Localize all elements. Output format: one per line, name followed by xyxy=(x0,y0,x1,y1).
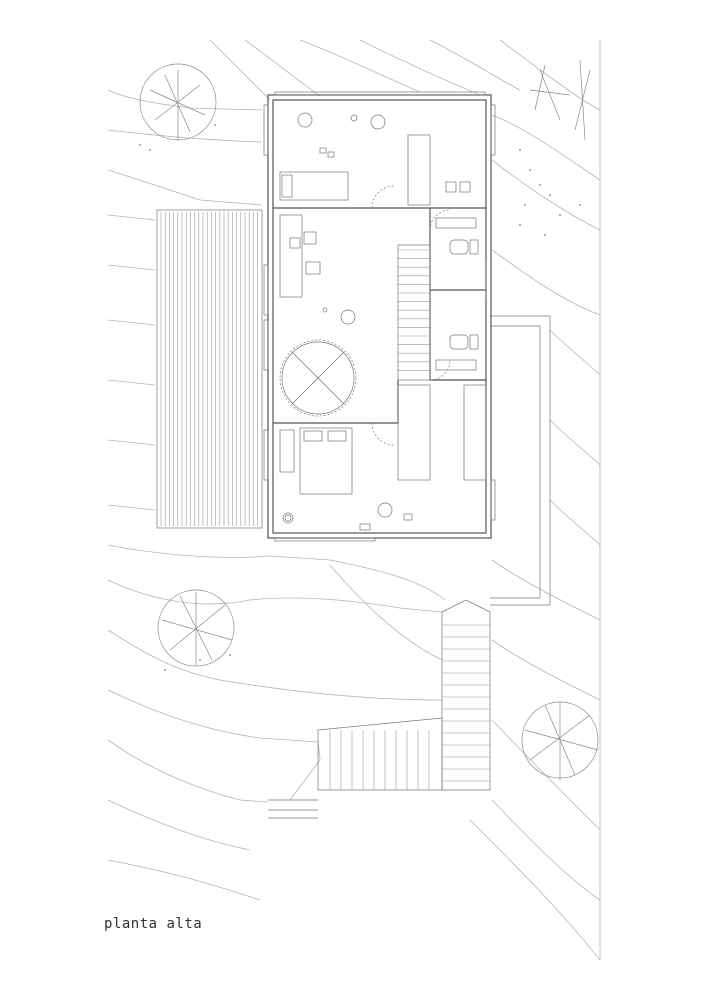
windows xyxy=(263,91,496,542)
tree-top-left xyxy=(139,63,217,141)
tree-top-right xyxy=(529,59,591,141)
desk-middle xyxy=(279,214,356,325)
bathroom-fixtures xyxy=(435,217,479,371)
walkway xyxy=(490,315,551,606)
tree-bottom-right xyxy=(521,701,599,780)
vegetation-dots xyxy=(139,124,581,671)
tree-middle-left xyxy=(157,589,235,667)
exterior-stair xyxy=(441,599,491,791)
internal-stair xyxy=(397,244,431,381)
terrain-contours xyxy=(107,39,601,961)
chairs-top xyxy=(297,112,471,193)
wooden-deck xyxy=(156,209,263,529)
bottom-bed xyxy=(279,427,413,531)
drawing-caption: planta alta xyxy=(104,916,203,932)
house-outline xyxy=(267,94,492,539)
doors xyxy=(371,185,451,446)
lower-stair-landing xyxy=(268,717,443,819)
round-table xyxy=(279,339,357,417)
top-bed xyxy=(279,171,349,201)
closets xyxy=(397,134,487,481)
